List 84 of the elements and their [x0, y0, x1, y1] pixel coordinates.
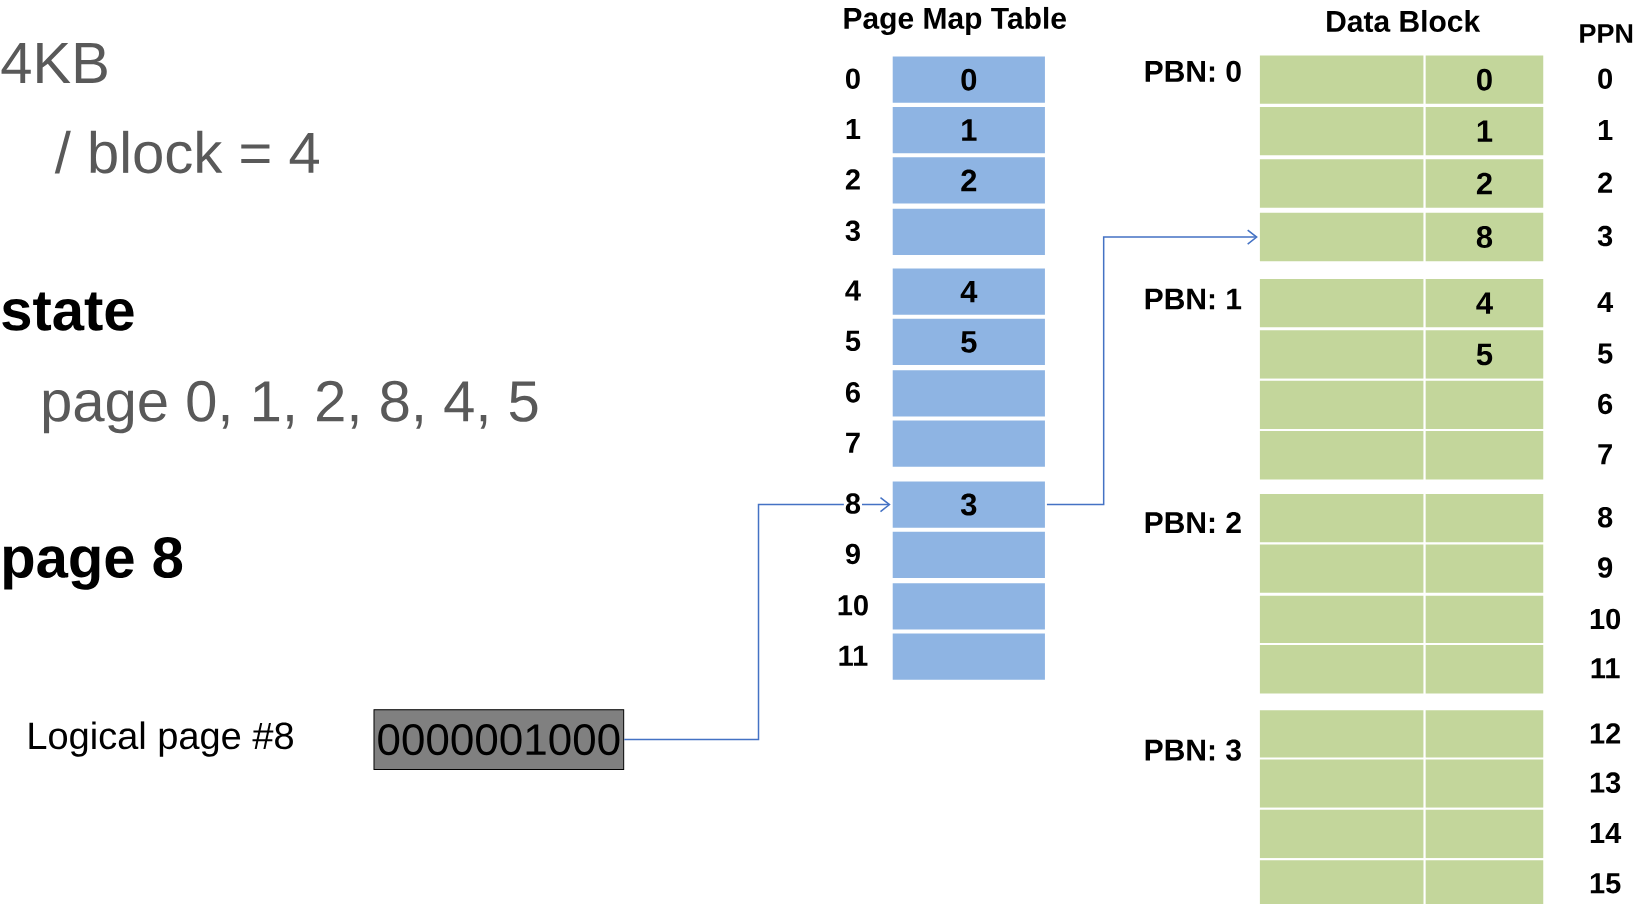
- row-number: 10: [835, 594, 871, 617]
- table-cell: [1257, 858, 1426, 904]
- table-cell: 0: [1423, 53, 1546, 106]
- table-cell: [1423, 429, 1546, 482]
- table-cell: 0: [890, 54, 1047, 105]
- row-number: 7: [1596, 443, 1615, 466]
- row-number: 5: [843, 329, 862, 353]
- table-cell: 3: [890, 479, 1047, 530]
- row-number: 13: [1588, 771, 1623, 794]
- table-cell: [1423, 807, 1546, 861]
- row-number: 8: [843, 492, 862, 515]
- row-number: 1: [1596, 119, 1615, 142]
- row-number: 9: [1596, 556, 1615, 579]
- row-number: 14: [1588, 822, 1623, 844]
- block-label: PBN: 0: [1145, 60, 1241, 82]
- table-cell: [1257, 757, 1426, 810]
- table-cell: [1257, 429, 1426, 482]
- arrow: [1046, 229, 1258, 506]
- table-cell: [1257, 157, 1426, 210]
- body-text: 4KB: [1, 43, 107, 83]
- table-cell: [1257, 542, 1426, 595]
- heading-text: page 8: [4, 536, 183, 590]
- table-cell: [1257, 492, 1426, 545]
- row-number: 11: [836, 644, 870, 667]
- table-cell: 1: [890, 104, 1047, 156]
- row-number: 2: [1596, 171, 1615, 194]
- row-number: 12: [1588, 722, 1623, 745]
- block-label: PBN: 3: [1145, 739, 1241, 761]
- table-cell: 2: [890, 155, 1047, 206]
- column-header: PPN: [1580, 24, 1633, 43]
- table-cell: 2: [1423, 157, 1546, 210]
- register-box: 0000001000: [373, 709, 625, 770]
- table-cell: 4: [890, 266, 1047, 317]
- table-cell: [890, 631, 1047, 682]
- row-number: 6: [843, 381, 862, 404]
- row-number: 0: [1596, 67, 1615, 90]
- table-cell: 8: [1423, 210, 1546, 264]
- row-number: 2: [843, 168, 862, 191]
- row-number: 8: [1596, 505, 1615, 529]
- row-number: 5: [1596, 342, 1615, 365]
- table-cell: [1257, 53, 1426, 106]
- body-text: page 0, 1, 2, 8, 4, 5: [43, 380, 538, 434]
- table-cell: [1423, 757, 1546, 810]
- table-cell: [890, 529, 1047, 581]
- table-cell: [1257, 378, 1426, 432]
- row-number: 1: [843, 118, 862, 140]
- row-number: 9: [843, 542, 862, 566]
- table-cell: [1257, 104, 1426, 158]
- row-number: 0: [843, 67, 862, 90]
- row-number: 11: [1588, 657, 1622, 680]
- row-number: 10: [1588, 607, 1623, 631]
- heading-text: state: [2, 292, 134, 331]
- table-cell: 1: [1423, 104, 1546, 158]
- table-cell: 5: [1423, 328, 1546, 381]
- table-cell: [1257, 276, 1426, 330]
- table-cell: [1257, 807, 1426, 861]
- table-cell: [1423, 858, 1546, 904]
- row-number: 15: [1588, 872, 1623, 895]
- row-number: 3: [1596, 224, 1615, 248]
- block-label: PBN: 2: [1145, 512, 1241, 533]
- row-number: 4: [843, 279, 862, 302]
- table-cell: [1257, 210, 1426, 264]
- arrow: [623, 496, 891, 741]
- table-cell: [1423, 492, 1546, 545]
- table-cell: [1423, 542, 1546, 595]
- body-text: / block = 4: [54, 130, 319, 174]
- table-cell: [890, 368, 1047, 419]
- table-cell: [1423, 643, 1546, 696]
- register-caption: Logical page #8: [29, 721, 293, 757]
- table-cell: [890, 206, 1047, 257]
- table-cell: 4: [1423, 276, 1546, 330]
- table-cell: [890, 418, 1047, 469]
- block-label: PBN: 1: [1145, 288, 1242, 310]
- table-title: Data Block: [1327, 9, 1481, 32]
- row-number: 3: [843, 219, 862, 243]
- table-cell: [1257, 643, 1426, 696]
- table-cell: [1257, 328, 1426, 381]
- row-number: 6: [1596, 392, 1615, 416]
- row-number: 4: [1596, 291, 1615, 314]
- table-cell: 5: [890, 316, 1047, 368]
- row-number: 7: [843, 431, 862, 454]
- table-cell: [890, 581, 1047, 632]
- table-cell: [1423, 378, 1546, 432]
- table-title: Page Map Table: [844, 6, 1066, 35]
